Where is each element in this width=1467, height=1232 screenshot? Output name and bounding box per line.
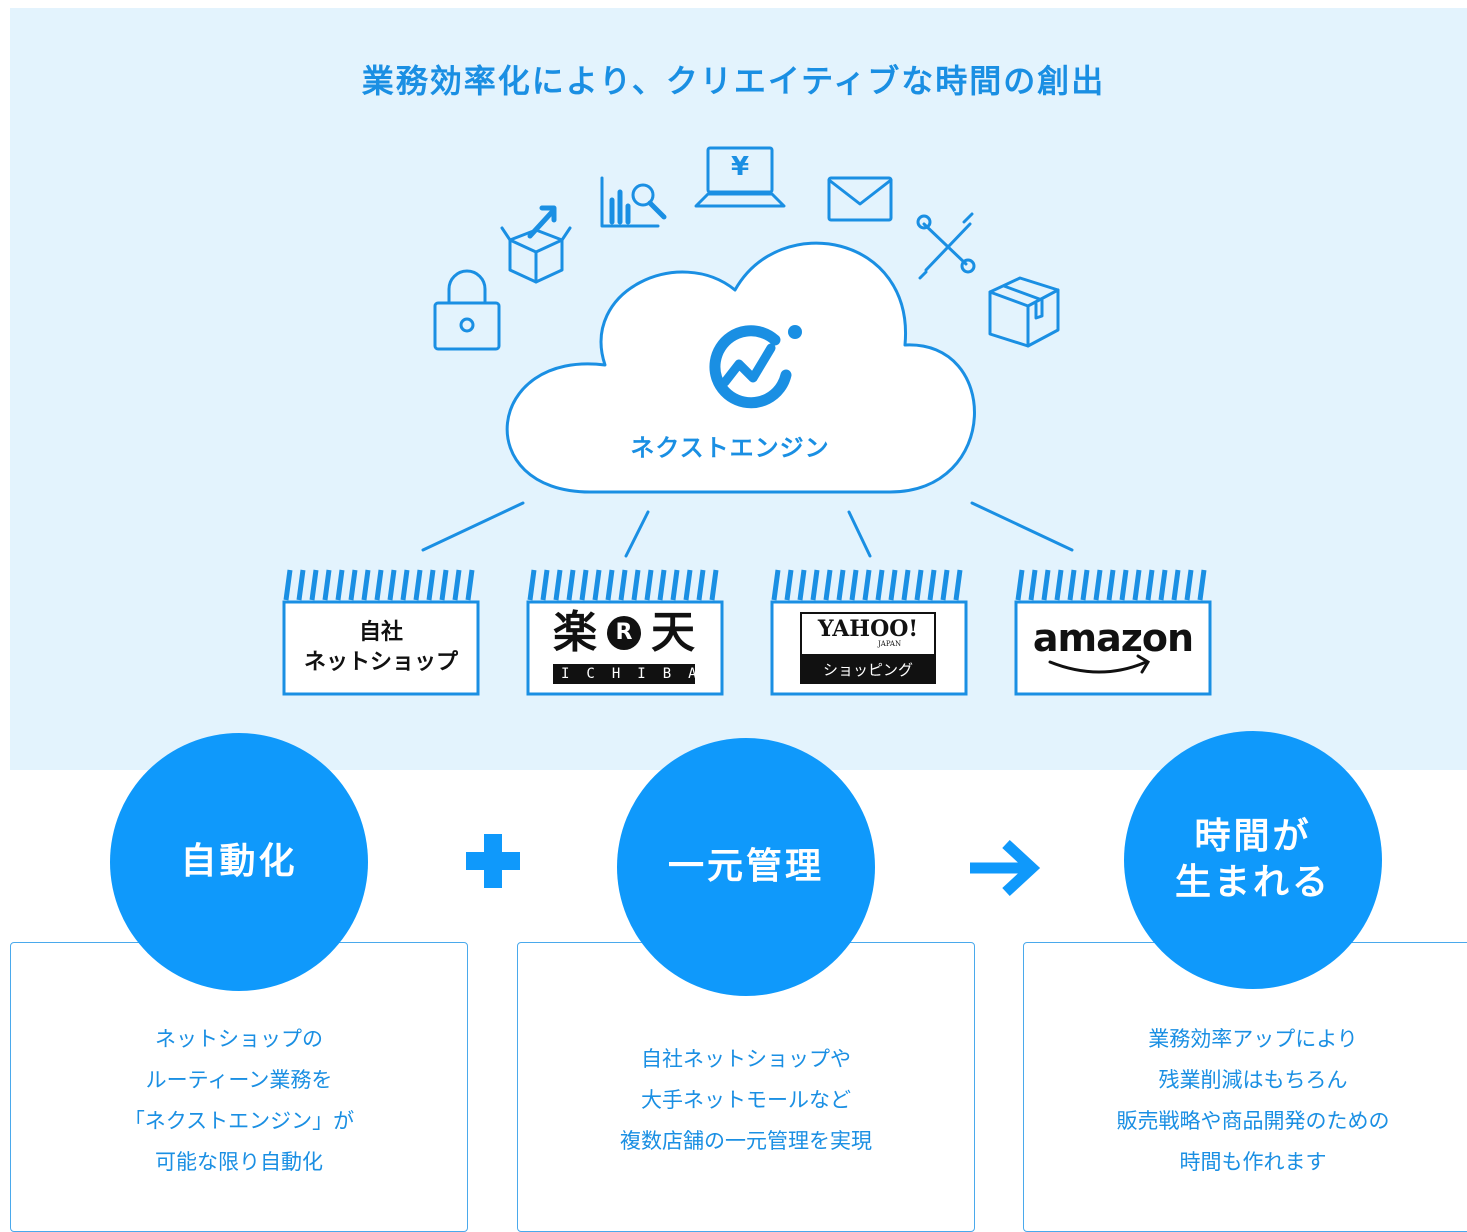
body-line: 複数店舗の一元管理を実現 [620, 1129, 872, 1153]
package-icon [988, 276, 1060, 348]
body-line: 大手ネットモールなど [641, 1088, 851, 1112]
store-amazon [1014, 569, 1212, 696]
step-title: 生まれる [1174, 862, 1331, 903]
store-self [282, 569, 480, 696]
body-line: 自社ネットショップや [641, 1047, 851, 1071]
rakuten-char2: 天 [651, 607, 695, 658]
shop-self-line1: 自社 [358, 620, 403, 645]
body-line: 業務効率アップにより [1148, 1027, 1358, 1051]
rakuten-mark: R [607, 616, 641, 650]
yahoo-sub: JAPAN [878, 640, 902, 648]
diagram-graphic [282, 146, 1212, 696]
body-line: 「ネクストエンジン」が [123, 1109, 355, 1133]
step-card-body: 自社ネットショップや 大手ネットモールなど 複数店舗の一元管理を実現 [518, 1039, 974, 1162]
yen-symbol: ¥ [730, 152, 750, 182]
step-title: 自動化 [180, 841, 298, 882]
hub-label: ネクストエンジン [630, 434, 830, 462]
amazon-smile-icon [1048, 654, 1151, 674]
next-engine-logo-icon [709, 325, 802, 409]
rakuten-sub: ICHIBA [553, 664, 697, 684]
plus-icon [466, 834, 520, 888]
step-card-body: ネットショップの ルーティーン業務を 「ネクストエンジン」が 可能な限り自動化 [11, 1019, 467, 1183]
step-circle-automation: 自動化 [110, 733, 368, 991]
body-line: 残業削減はもちろん [1158, 1068, 1348, 1092]
mail-icon [827, 176, 893, 222]
analytics-icon [600, 176, 667, 228]
rakuten-logo: 楽 R 天 [553, 608, 695, 658]
box-upload-icon [500, 205, 572, 284]
arrow-right-icon [970, 839, 1041, 897]
yahoo-logo: YAHOO! [800, 612, 936, 656]
rakuten-char1: 楽 [553, 607, 597, 658]
body-line: ネットショップの [155, 1027, 323, 1051]
amazon-logo: amazon [1032, 616, 1194, 660]
connector-lines [421, 501, 1074, 558]
step-circle-time: 時間が 生まれる [1124, 731, 1382, 989]
tools-icon [916, 212, 976, 280]
shop-self-line2: ネットショップ [303, 650, 458, 675]
step-title: 一元管理 [667, 846, 824, 887]
body-line: 可能な限り自動化 [155, 1150, 323, 1174]
body-line: ルーティーン業務を [145, 1068, 333, 1092]
lock-icon [433, 269, 501, 351]
laptop-yen-icon [694, 146, 786, 208]
step-card-time: 業務効率アップにより 残業削減はもちろん 販売戦略や商品開発のための 時間も作れ… [1023, 942, 1467, 1232]
step-circle-central-management: 一元管理 [617, 738, 875, 996]
body-line: 販売戦略や商品開発のための [1116, 1109, 1390, 1133]
yahoo-label: ショッピング [800, 656, 936, 684]
headline: 業務効率化により、クリエイティブな時間の創出 [361, 62, 1106, 100]
step-title: 時間が [1194, 816, 1312, 857]
step-card-body: 業務効率アップにより 残業削減はもちろん 販売戦略や商品開発のための 時間も作れ… [1024, 1019, 1467, 1183]
body-line: 時間も作れます [1179, 1150, 1327, 1174]
shop-self-label: 自社 ネットショップ [288, 618, 474, 678]
